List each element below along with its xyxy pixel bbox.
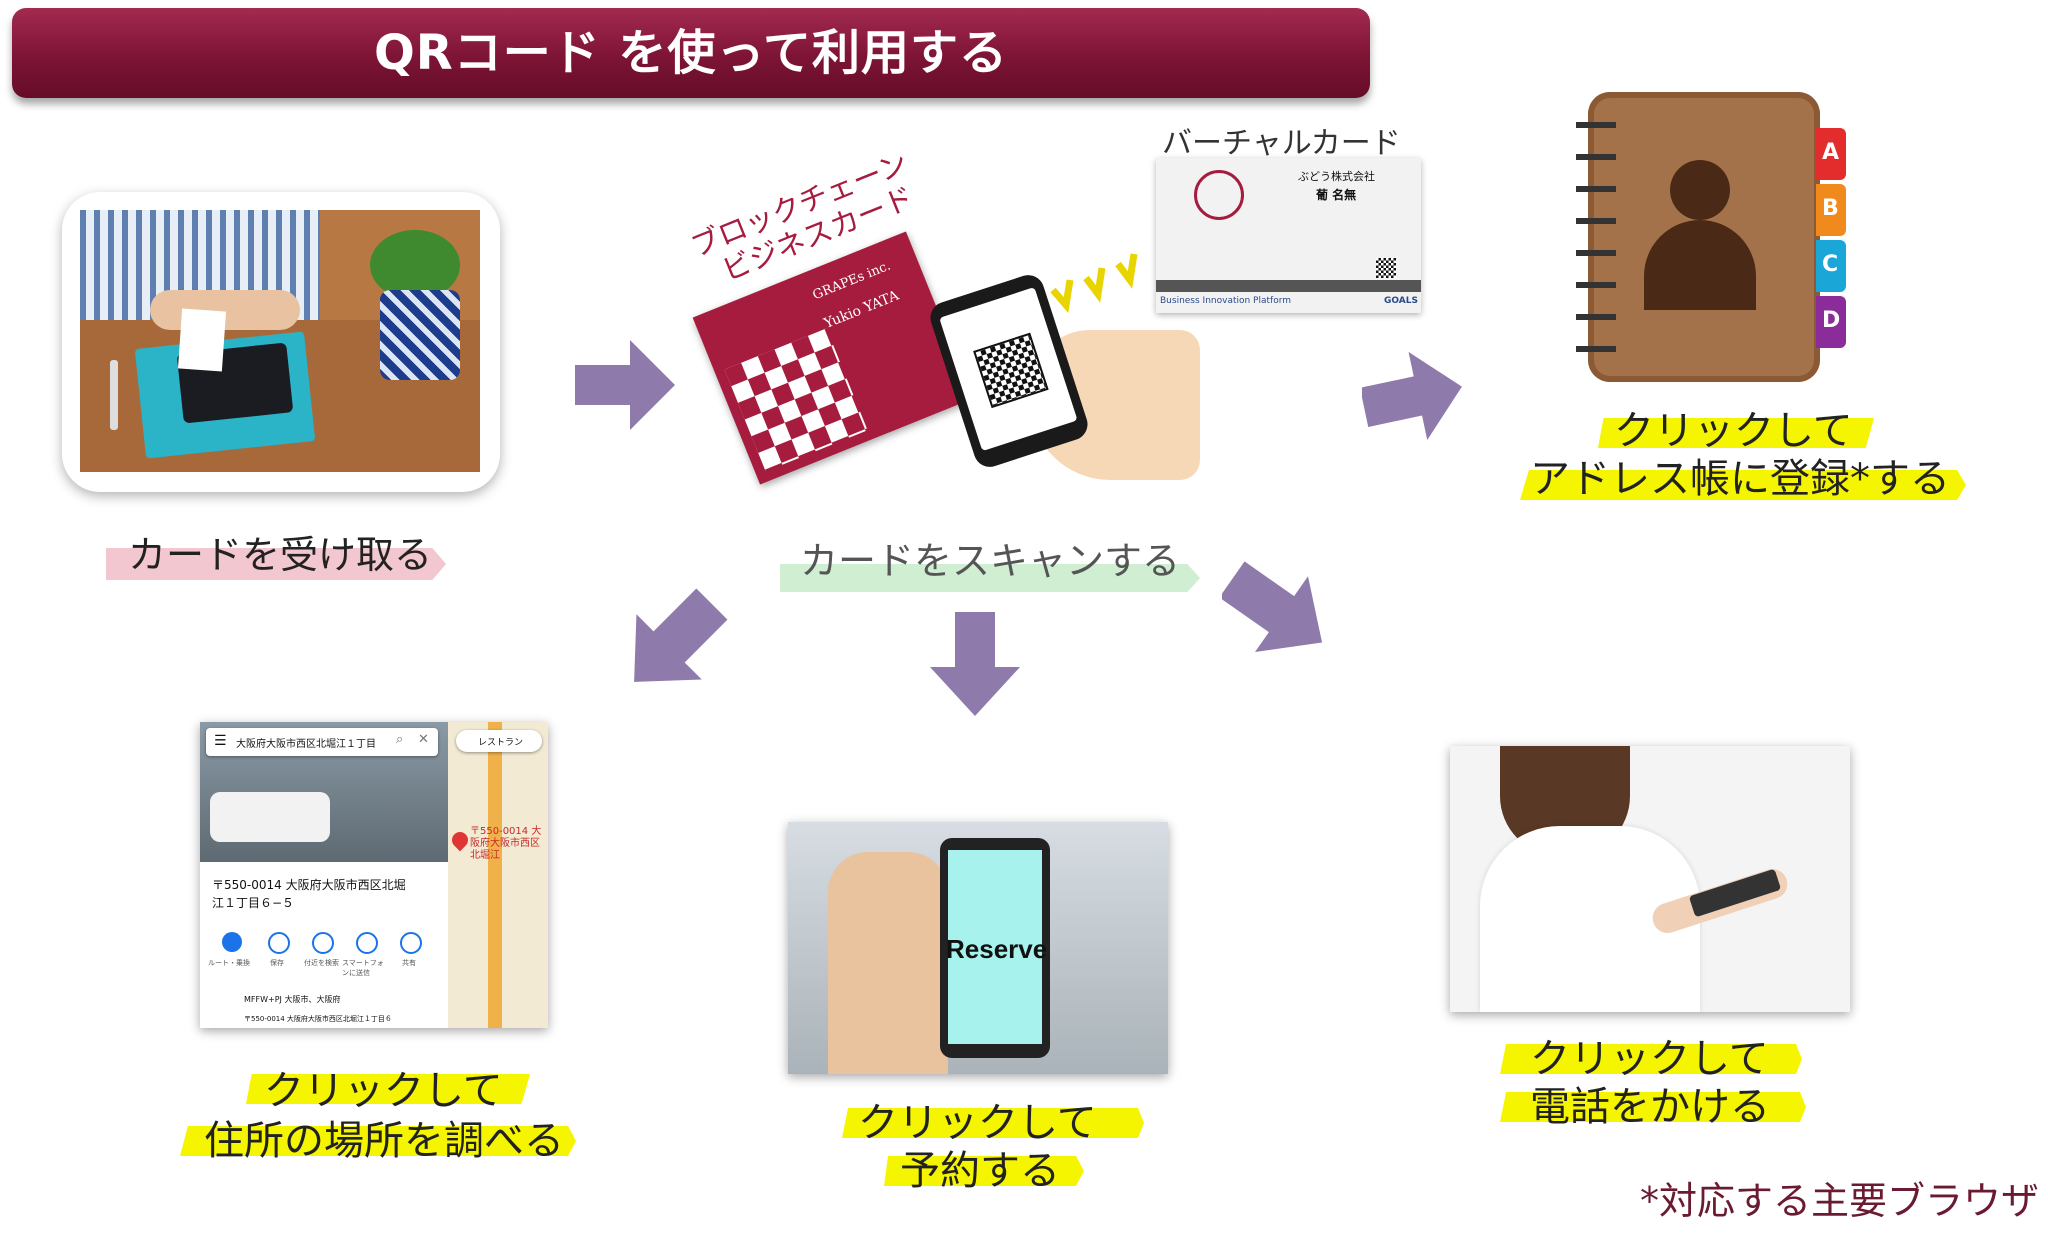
phone-caption-line1: クリックして <box>1530 1036 1769 1082</box>
restaurant-chip[interactable]: レストラン <box>456 730 542 752</box>
virtual-card-label: バーチャルカード <box>1162 126 1401 161</box>
address-tab-b-label: B <box>1822 196 1839 221</box>
reserve-caption-line1: クリックして <box>858 1100 1097 1146</box>
map-caption-line1: クリックして <box>264 1068 503 1114</box>
receive-underline <box>106 548 446 580</box>
reserve-photo: Reserve <box>788 822 1168 1074</box>
virtual-card-company: ぶどう株式会社 <box>1298 170 1375 183</box>
reserve-caption-highlight-1 <box>842 1108 1144 1138</box>
arrow-down <box>930 612 1020 716</box>
reserve-phone: Reserve <box>940 838 1050 1058</box>
map-search-text: 大阪府大阪市西区北堀江１丁目 <box>236 739 376 750</box>
arrow-down-left <box>634 588 728 682</box>
send-label: スマートフォンに送信 <box>342 959 384 977</box>
plus-code: MFFW+PJ 大阪市、大阪府 <box>244 995 341 1004</box>
nearby-button[interactable] <box>312 932 334 954</box>
arrow-right-2 <box>1362 352 1462 440</box>
receive-label: カードを受け取る <box>128 533 433 577</box>
menu-icon[interactable]: ☰ <box>214 733 227 749</box>
virtual-card: ぶどう株式会社 葡 名無 Business Innovation Platfor… <box>1156 158 1421 313</box>
save-label: 保存 <box>270 959 284 967</box>
address-tab-d-label: D <box>1822 308 1841 333</box>
phone-caption-highlight-2 <box>1500 1092 1806 1122</box>
route-button[interactable] <box>222 932 242 952</box>
map-address-line1: 〒550-0014 大阪府大阪市西区北堀 <box>212 878 406 892</box>
share-label: 共有 <box>402 959 416 967</box>
virtual-card-footer-right: GOALS <box>1384 296 1418 306</box>
map-bottom-address: 〒550-0014 大阪府大阪市西区北堀江１丁目６ <box>244 1015 392 1023</box>
save-button[interactable] <box>268 932 290 954</box>
reserve-caption-line2: 予約する <box>900 1148 1060 1194</box>
map-search-box[interactable]: ☰ 大阪府大阪市西区北堀江１丁目 ⌕ ✕ <box>206 728 438 756</box>
address-caption-line1: クリックして <box>1614 408 1853 454</box>
address-caption-line2: アドレス帳に登録*する <box>1530 456 1950 502</box>
phone-caption-line2: 電話をかける <box>1530 1084 1770 1130</box>
arrow-down-right <box>1222 561 1323 652</box>
phone-caption-highlight-1 <box>1500 1044 1802 1074</box>
send-to-phone-button[interactable] <box>356 932 378 954</box>
address-caption-highlight-1 <box>1598 418 1874 448</box>
address-tab-a-label: A <box>1822 140 1840 165</box>
footnote: *対応する主要ブラウザ <box>1640 1179 2040 1223</box>
share-button[interactable] <box>400 932 422 954</box>
address-tab-a <box>1816 128 1846 180</box>
reserve-caption-highlight-2 <box>884 1156 1084 1186</box>
address-tab-c <box>1816 240 1846 292</box>
map-pin-text: 〒550-0014 大阪府大阪市西区北堀江 <box>470 826 542 861</box>
phone-call-photo <box>1450 746 1850 1012</box>
scan-signal-icon <box>1050 253 1138 313</box>
close-icon[interactable]: ✕ <box>418 732 429 747</box>
receive-card-photo <box>62 192 500 492</box>
route-label: ルート・乗換 <box>208 959 250 967</box>
virtual-card-footer-left: Business Innovation Platform <box>1160 296 1292 306</box>
address-book-rings <box>1576 112 1616 362</box>
map-screenshot: 〒550-0014 大阪府大阪市西区北堀江 ☰ 大阪府大阪市西区北堀江１丁目 ⌕… <box>200 722 548 1028</box>
address-tab-c-label: C <box>1822 252 1839 277</box>
map-pin-icon <box>448 828 472 852</box>
nearby-label: 付近を検索 <box>304 959 339 967</box>
scan-underline <box>780 564 1200 592</box>
map-address-line2: 江１丁目６−５ <box>212 896 295 910</box>
address-tab-b <box>1816 184 1846 236</box>
virtual-card-qr-icon <box>1376 258 1396 278</box>
page-title: QRコード を使って利用する <box>373 25 1009 81</box>
virtual-card-name: 葡 名無 <box>1316 188 1357 202</box>
map-caption-highlight-1 <box>246 1074 530 1104</box>
reserve-screen-text: Reserve <box>946 934 1048 964</box>
grape-logo-icon <box>1194 170 1244 220</box>
restaurant-chip-label: レストラン <box>478 738 524 748</box>
scan-label: カードをスキャンする <box>800 539 1181 583</box>
map-caption-highlight-2 <box>180 1126 576 1156</box>
address-caption-highlight-2 <box>1520 470 1966 500</box>
map-caption-line2: 住所の場所を調べる <box>204 1118 564 1164</box>
title-bar <box>12 8 1370 98</box>
address-tab-d <box>1816 296 1846 348</box>
search-icon[interactable]: ⌕ <box>396 732 404 747</box>
arrow-right-1 <box>575 340 675 430</box>
address-book-icon <box>1588 92 1820 382</box>
qr-code-icon <box>973 332 1049 409</box>
